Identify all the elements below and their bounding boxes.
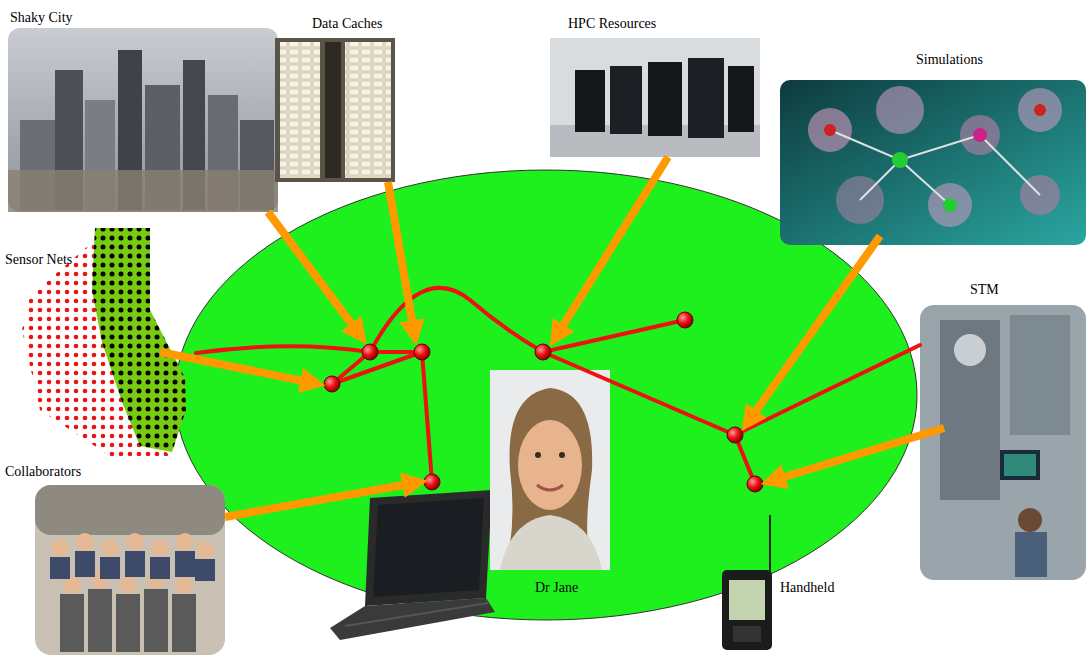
picture-caption: Handheld xyxy=(780,580,834,596)
picture-node: STM xyxy=(920,282,1086,582)
picture-node: Dr Jane xyxy=(490,368,612,608)
picture-caption: HPC Resources xyxy=(568,16,656,32)
picture-caption: Dr Jane xyxy=(535,580,578,596)
picture-node: Simulations xyxy=(780,52,1086,246)
picture-node: Handheld xyxy=(720,568,860,652)
picture-node: Data Caches xyxy=(275,16,397,182)
picture-caption: Shaky City xyxy=(10,10,73,26)
picture-caption: STM xyxy=(970,282,999,298)
picture-node: Shaky City xyxy=(8,10,280,212)
picture-caption: Simulations xyxy=(916,52,983,68)
picture-caption: Sensor Nets xyxy=(5,252,72,268)
picture-caption: Data Caches xyxy=(312,16,382,32)
picture-caption: Collaborators xyxy=(5,464,81,480)
picture-node: Collaborators xyxy=(5,464,227,653)
picture-node: Sensor Nets xyxy=(5,252,190,452)
picture-node: HPC Resources xyxy=(550,16,762,158)
